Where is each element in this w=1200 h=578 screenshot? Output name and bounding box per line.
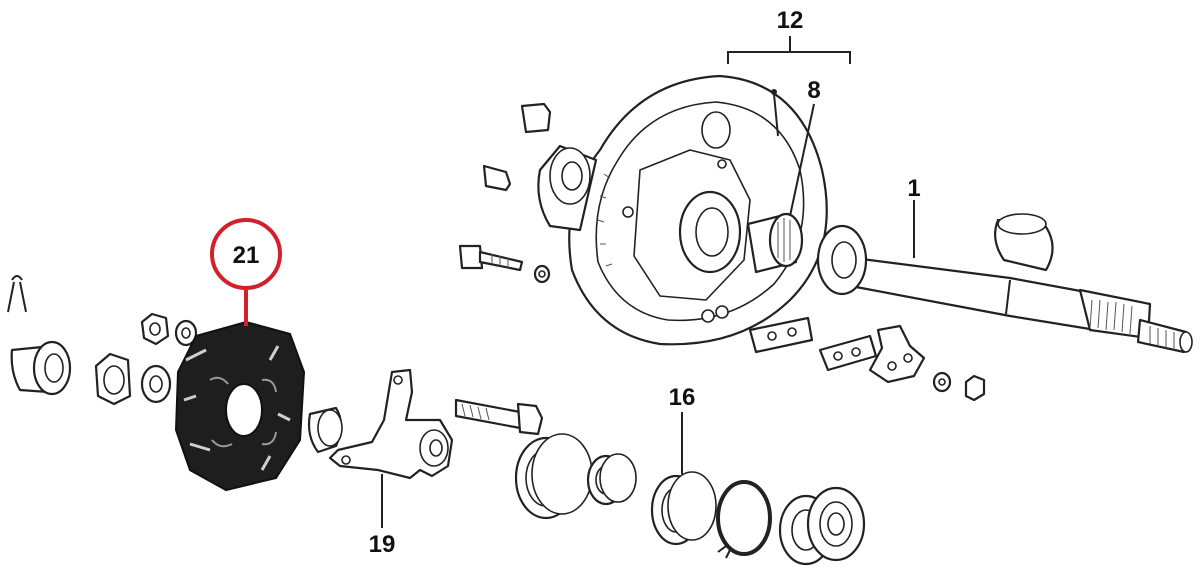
screw-left bbox=[458, 244, 524, 272]
sleeve-bushing bbox=[993, 213, 1054, 272]
brake-backing-plate bbox=[568, 74, 828, 346]
callout-12: 12 bbox=[777, 7, 804, 34]
bearing-race-16 bbox=[650, 471, 717, 546]
nut-right bbox=[964, 374, 986, 402]
castle-nut bbox=[94, 352, 132, 406]
drum-hub bbox=[537, 144, 598, 232]
callout-1: 1 bbox=[907, 175, 920, 202]
callout-19: 19 bbox=[369, 531, 396, 558]
ball-bearing-left bbox=[514, 433, 593, 520]
leader-8 bbox=[789, 103, 815, 217]
circlip bbox=[716, 480, 772, 559]
cotter-pin bbox=[7, 275, 27, 313]
output-shaft bbox=[836, 254, 1193, 354]
small-nut bbox=[140, 312, 170, 346]
oil-seal-left bbox=[586, 453, 637, 506]
hex-bolt bbox=[454, 398, 544, 436]
washer-right bbox=[932, 371, 952, 393]
shaft-seal bbox=[816, 224, 868, 296]
stud-top bbox=[520, 102, 552, 134]
small-washer bbox=[174, 319, 198, 347]
flat-washer bbox=[140, 364, 172, 404]
callout-8: 8 bbox=[807, 77, 820, 104]
hub-cap bbox=[10, 340, 72, 396]
callout-21: 21 bbox=[233, 242, 260, 269]
bracket-12 bbox=[727, 36, 851, 64]
leader-21 bbox=[210, 218, 282, 326]
coupling-bushing bbox=[307, 406, 343, 454]
shim-bracket bbox=[818, 334, 878, 372]
brake-lever-arm bbox=[328, 368, 454, 480]
washer-left bbox=[533, 264, 551, 284]
needle-bearing bbox=[746, 212, 804, 274]
stud-middle bbox=[482, 164, 512, 192]
callout-16: 16 bbox=[669, 384, 696, 411]
rubber-coupling bbox=[174, 320, 306, 492]
shim-plate bbox=[748, 316, 814, 354]
angle-bracket bbox=[868, 324, 926, 384]
leader-12-dot bbox=[771, 89, 779, 137]
ball-bearing-right bbox=[778, 486, 866, 566]
